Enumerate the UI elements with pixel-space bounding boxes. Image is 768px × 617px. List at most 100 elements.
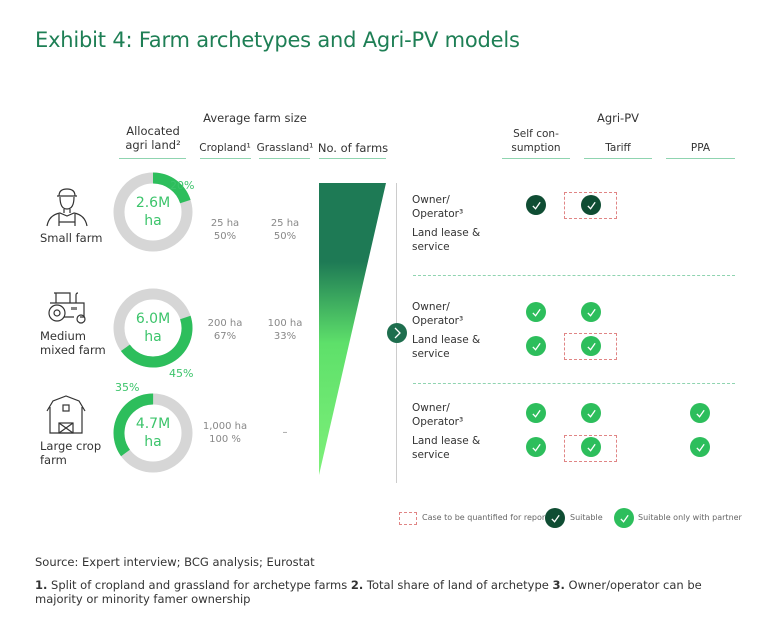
divider [200,158,251,159]
l1: Owner/ [412,402,450,414]
chevron-right-icon [387,323,407,343]
divider [259,158,310,159]
land-unit: ha [144,213,162,229]
land-value: 4.7M [135,416,171,432]
share-large: 35% [115,381,140,394]
ha: 25 ha [210,218,240,229]
header-tariff: Tariff [605,142,631,154]
check-partner-icon [581,403,601,423]
model-lease: Land lease &service [412,226,480,254]
divider [584,158,652,159]
legend-quantified-swatch [399,512,417,525]
share-small: 20% [170,179,195,192]
pct: 100 % [209,434,241,445]
quantified-box [564,435,617,462]
footnotes: 1. Split of cropland and grassland for a… [35,578,745,606]
cropland-large: 1,000 ha 100 % [196,420,254,446]
l2: service [412,348,450,360]
l2: Operator³ [412,315,464,327]
farm-label-line2: mixed farm [40,343,106,357]
cropland-medium: 200 ha 67% [196,317,254,343]
donut-medium [113,288,193,368]
source: Source: Expert interview; BCG analysis; … [35,555,315,569]
check-partner-icon [526,302,546,322]
farm-label-line2: farm [40,453,67,467]
divider [119,158,186,159]
header-self-line2: sumption [511,142,561,154]
check-suitable-icon [581,195,601,215]
legend-partner-icon [614,508,634,528]
check-partner-icon [690,437,710,457]
header-allocated-line2: agri land² [125,138,181,152]
l1: Owner/ [412,194,450,206]
header-allocated: Allocated agri land² [113,124,193,152]
header-ppa: PPA [690,142,711,154]
header-grassland: Grassland¹ [256,142,314,154]
l1: Land lease & [412,334,481,346]
land-value: 2.6M [135,195,171,211]
header-allocated-line1: Allocated [126,124,180,138]
header-self-consumption: Self con- sumption [500,127,572,155]
header-no-of-farms: No. of farms [317,141,389,155]
ha: 200 ha [207,318,243,329]
legend-quantified-label: Case to be quantified for report [422,513,549,522]
footnote-number: 2. [350,578,364,592]
check-partner-icon [526,403,546,423]
farm-label-large: Large crop farm [40,439,101,467]
donut-large [113,393,193,473]
divider [666,158,735,159]
farm-label-line1: Large crop [40,439,102,453]
quantified-box [564,192,617,219]
land-unit: ha [144,329,162,345]
check-partner-icon [581,302,601,322]
land-value: 6.0M [135,311,171,327]
grassland-large: – [282,427,288,438]
model-owner: Owner/Operator³ [412,193,463,221]
farmer-icon [46,188,88,227]
check-suitable-icon [526,195,546,215]
share-medium: 45% [169,367,194,380]
ha: 25 ha [270,218,300,229]
check-partner-icon [526,336,546,356]
farm-label-small: Small farm [40,231,103,245]
legend-suitable-label: Suitable [570,513,603,522]
divider [502,158,570,159]
check-partner-icon [581,336,601,356]
legend-suitable-icon [545,508,565,528]
ha: 1,000 ha [202,421,248,432]
model-owner: Owner/Operator³ [412,300,463,328]
header-avg-farm-size: Average farm size [203,111,307,125]
l2: Operator³ [412,416,464,428]
l1: Owner/ [412,301,450,313]
check-partner-icon [526,437,546,457]
tractor-icon [48,292,86,324]
row-divider [413,275,735,276]
footnote-text: Total share of land of archetype [363,578,553,592]
barn-icon [46,395,86,434]
donut-label-medium: 6.0M ha [123,310,183,346]
legend-partner-label: Suitable only with partner [638,513,742,522]
check-partner-icon [690,403,710,423]
donut-label-small: 2.6M ha [123,194,183,230]
ha: 100 ha [267,318,303,329]
footnote-number: 3. [552,578,565,592]
l1: Land lease & [412,227,481,239]
header-cropland: Cropland¹ [199,142,251,154]
l1: Land lease & [412,435,481,447]
donut-small [113,172,193,252]
quantified-box [564,333,617,360]
donut-label-large: 4.7M ha [123,415,183,451]
farm-label-line1: Medium [40,329,86,343]
model-lease: Land lease &service [412,434,480,462]
check-partner-icon [581,437,601,457]
pct: 67% [213,331,237,342]
header-self-line1: Self con- [513,128,559,140]
model-owner: Owner/Operator³ [412,401,463,429]
donut-share-segment [113,172,193,252]
land-unit: ha [144,434,162,450]
footnote-number: 1. [35,578,48,592]
footnote-text: Split of cropland and grassland for arch… [47,578,351,592]
